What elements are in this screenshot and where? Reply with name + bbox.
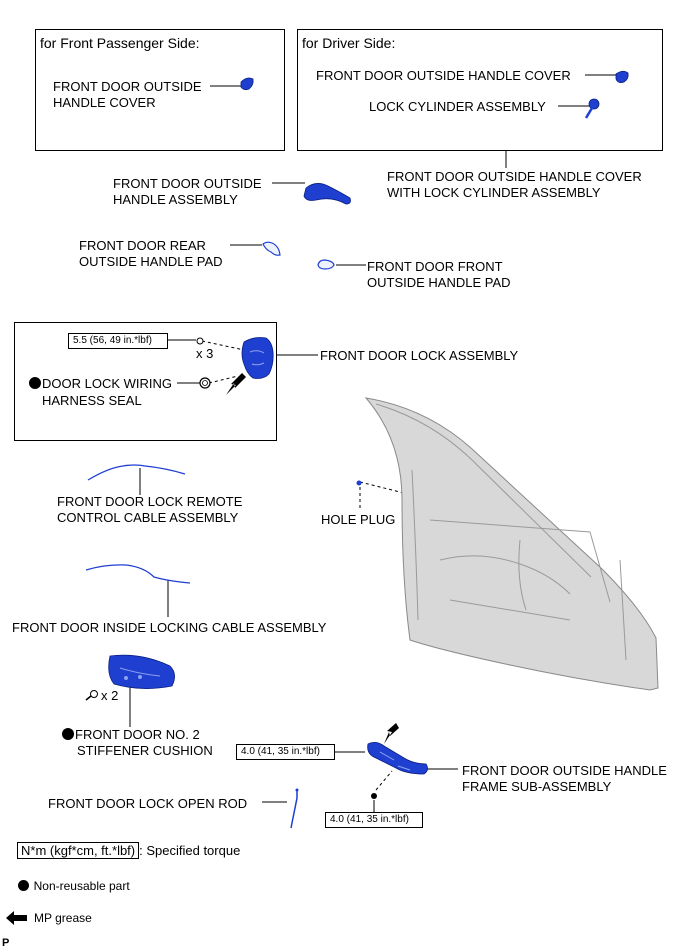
legend-torque-unit: N*m (kgf*cm, ft.*lbf) [17,842,140,859]
legend-torque-desc: : Specified torque [139,843,241,858]
remote-cable-label-1: FRONT DOOR LOCK REMOTE [57,494,243,509]
quantity-x2-label: x 2 [101,688,119,703]
stiffener-text-1: FRONT DOOR NO. 2 [75,727,200,742]
driver-handle-cover-part [615,70,629,83]
handle-assembly-label-2: HANDLE ASSEMBLY [113,192,238,207]
driver-handle-cover-label: FRONT DOOR OUTSIDE HANDLE COVER [316,68,571,83]
rear-pad-label-2: OUTSIDE HANDLE PAD [79,254,223,269]
frame-sub-label-1: FRONT DOOR OUTSIDE HANDLE [462,763,667,778]
driver-side-box [297,29,663,151]
lock-assembly-box [14,322,277,441]
lock-screw-part [196,337,204,345]
passenger-handle-cover-label-1: FRONT DOOR OUTSIDE [53,79,202,94]
outside-handle-part [303,183,351,205]
front-pad-label-1: FRONT DOOR FRONT [367,259,503,274]
legend-grease-text: MP grease [34,911,92,925]
wiring-harness-seal-part [199,377,211,389]
grease-arrow-lock [226,373,246,395]
remote-cable-label-2: CONTROL CABLE ASSEMBLY [57,510,239,525]
stiffener-label-1: FRONT DOOR NO. 2 [62,727,200,743]
lock-cylinder-label: LOCK CYLINDER ASSEMBLY [369,99,546,114]
legend-grease-arrow [6,911,27,925]
frame-upper-torque: 4.0 (41, 35 in.*lbf) [236,744,335,760]
door-lock-assembly-part [241,337,274,379]
stiffener-label-2: STIFFENER CUSHION [77,743,213,758]
legend-torque-row: N*m (kgf*cm, ft.*lbf): Specified torque [17,842,241,859]
hole-plug-part [356,480,362,486]
stiffener-cushion-part [108,654,175,689]
rear-handle-pad-part [262,241,281,256]
frame-sub-label-2: FRAME SUB-ASSEMBLY [462,779,612,794]
driver-side-title: for Driver Side: [302,35,396,51]
legend-nonreusable-row: Non-reusable part [18,878,130,894]
cover-with-cylinder-label-1: FRONT DOOR OUTSIDE HANDLE COVER [387,169,642,184]
cover-with-cylinder-label-2: WITH LOCK CYLINDER ASSEMBLY [387,185,601,200]
rear-pad-label-1: FRONT DOOR REAR [79,238,206,253]
nonreusable-dot [62,728,74,740]
lock-assembly-label: FRONT DOOR LOCK ASSEMBLY [320,348,519,363]
quantity-x3-label: x 3 [196,346,214,361]
passenger-handle-cover-label-2: HANDLE COVER [53,95,156,110]
nonreusable-dot [29,377,41,389]
passenger-side-title: for Front Passenger Side: [40,35,200,51]
lock-screw-torque: 5.5 (56, 49 in.*lbf) [68,333,168,349]
passenger-side-box [35,29,285,151]
frame-bolt-part [371,793,377,799]
wiring-seal-label-1: DOOR LOCK WIRING [29,376,172,392]
handle-assembly-label-1: FRONT DOOR OUTSIDE [113,176,262,191]
legend-nonreusable-text: Non-reusable part [33,879,130,893]
stiffener-screw-part [90,690,98,698]
footer-code: P [2,937,10,949]
lock-open-rod-part [290,790,298,829]
hole-plug-label: HOLE PLUG [321,512,396,527]
inside-locking-cable-part [85,564,191,584]
wiring-seal-text-1: DOOR LOCK WIRING [42,376,173,391]
handle-frame-part [367,742,428,775]
front-door-panel [364,397,659,691]
legend-nonreusable-dot [18,880,29,891]
wiring-seal-label-2: HARNESS SEAL [42,393,142,408]
frame-lower-torque: 4.0 (41, 35 in.*lbf) [325,812,423,828]
front-handle-pad-part [317,259,335,270]
grease-arrow-frame [384,723,399,744]
open-rod-label: FRONT DOOR LOCK OPEN ROD [48,796,248,811]
front-pad-label-2: OUTSIDE HANDLE PAD [367,275,511,290]
inside-locking-cable-label: FRONT DOOR INSIDE LOCKING CABLE ASSEMBLY [12,620,327,635]
lock-cylinder-part [588,98,600,110]
remote-control-cable-part [87,464,186,481]
passenger-handle-cover-part [240,77,254,91]
